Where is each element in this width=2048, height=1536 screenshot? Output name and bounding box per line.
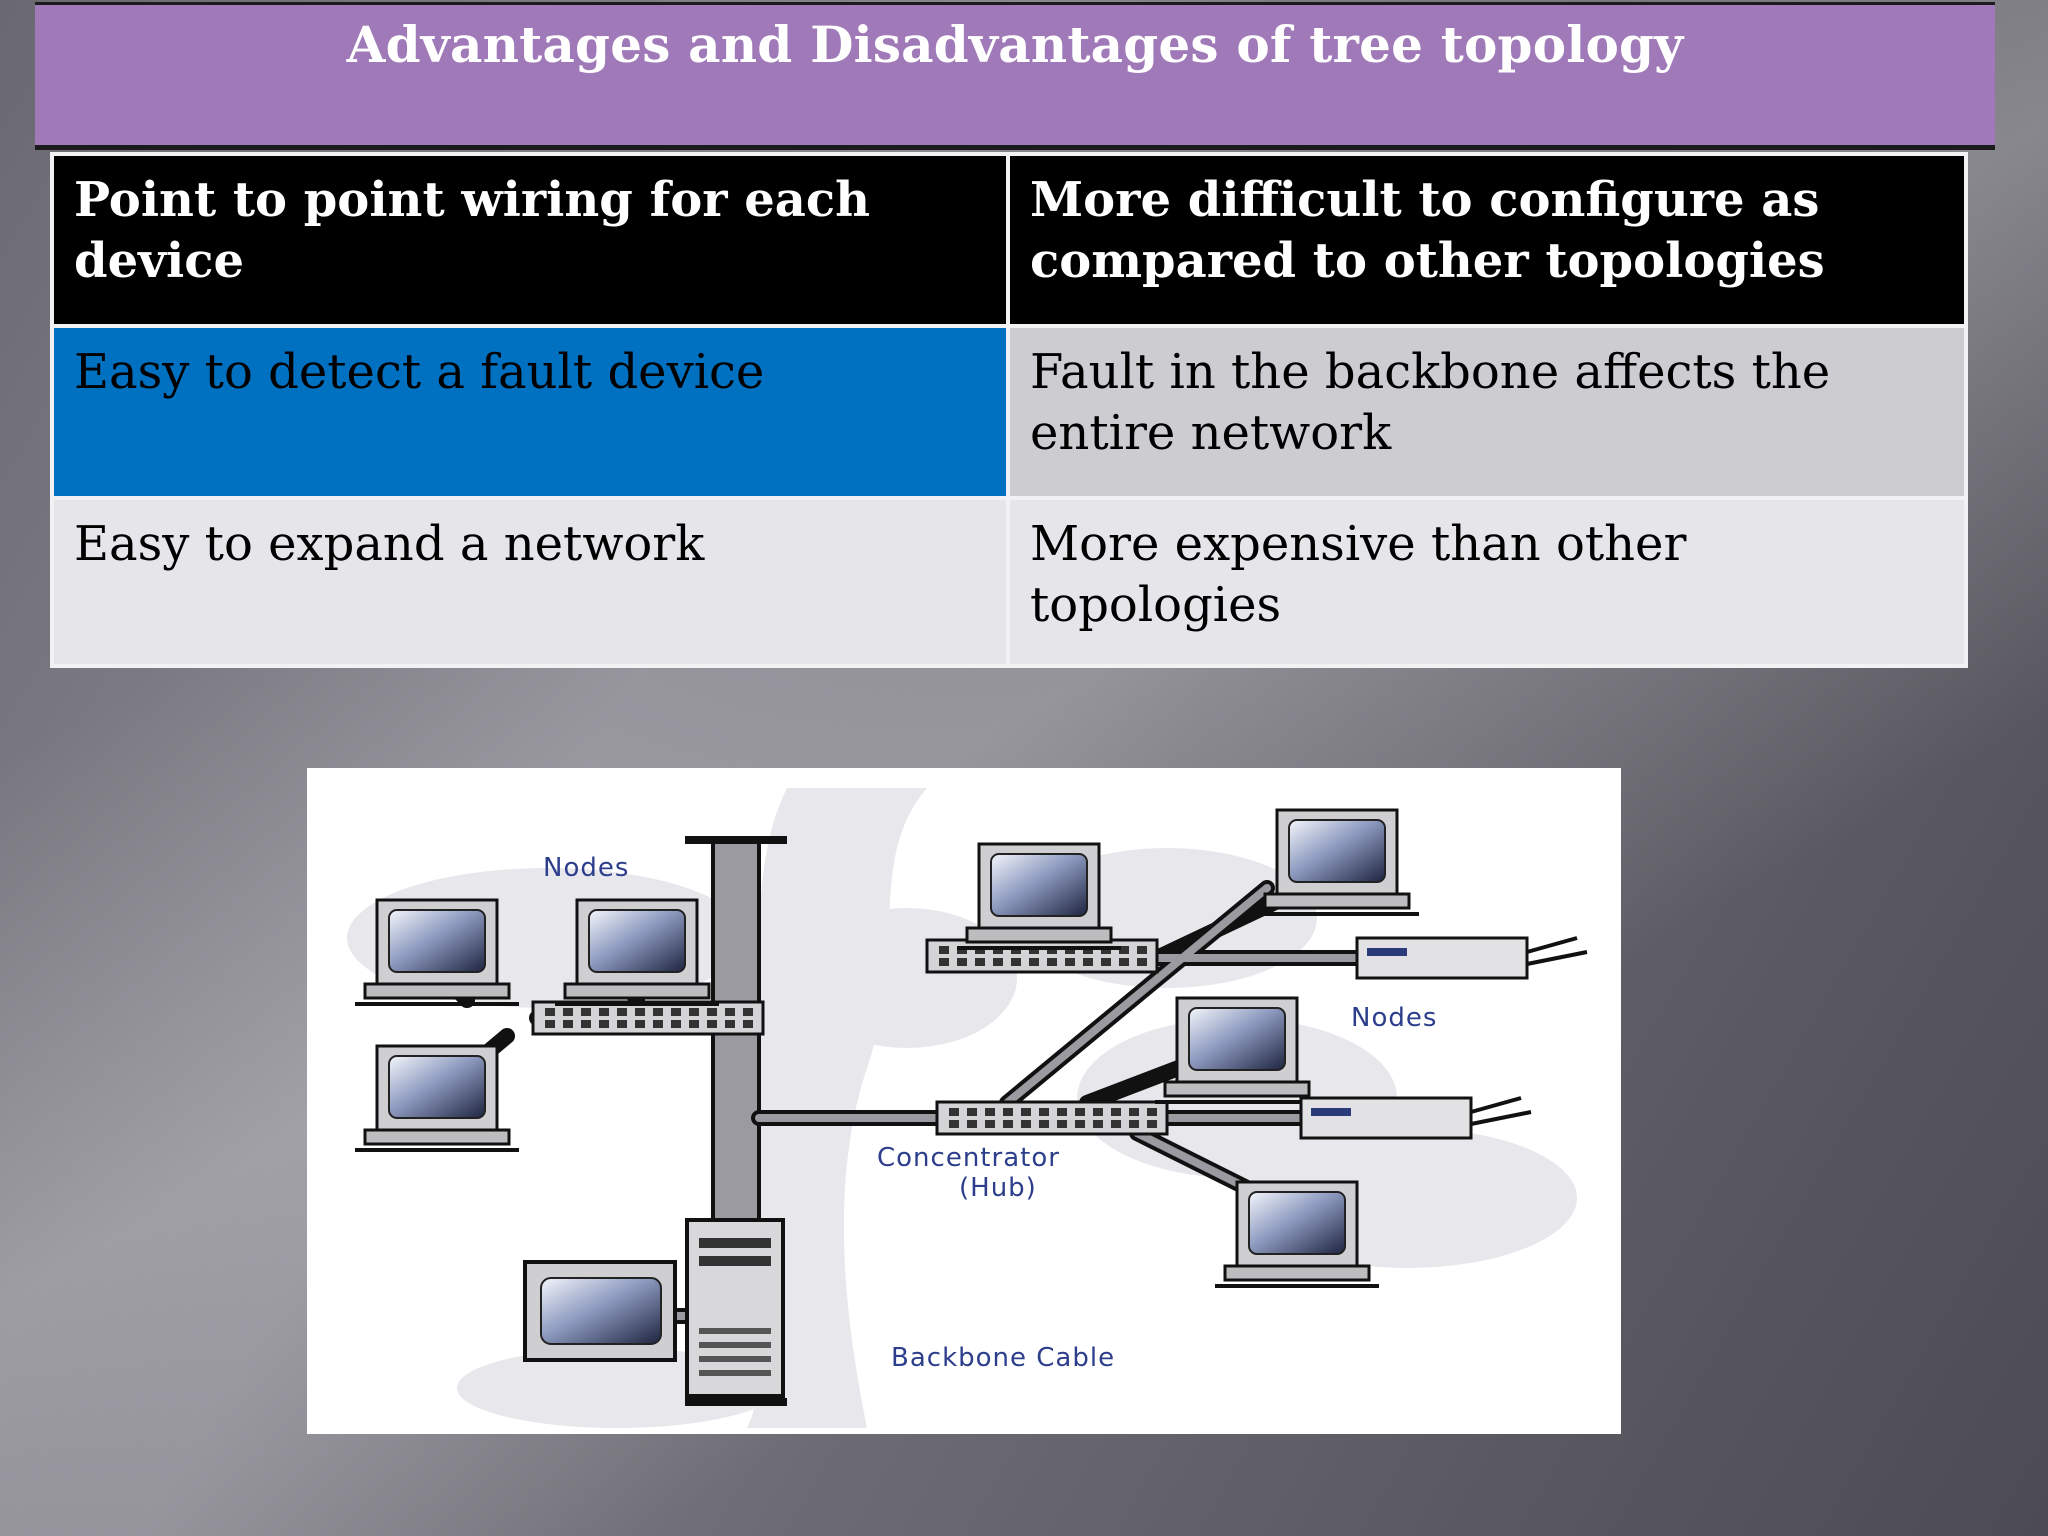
computer-icon [955, 842, 1123, 950]
tree-topology-diagram: Nodes Nodes Concentrator (Hub) Backbone … [307, 768, 1621, 1434]
computer-icon [1153, 996, 1321, 1104]
disadvantage-cell: Fault in the backbone affects the entire… [1006, 324, 1968, 500]
advantage-cell: Easy to expand a network [50, 496, 1010, 668]
slide-title: Advantages and Disadvantages of tree top… [346, 15, 1684, 74]
nodes-label-left: Nodes [543, 853, 629, 883]
hub-top-right [925, 938, 1159, 974]
hub-label-sub: (Hub) [959, 1173, 1037, 1203]
server-icon [685, 1218, 785, 1398]
hub-left [531, 1000, 765, 1036]
hub-center [935, 1100, 1169, 1136]
computer-icon [353, 1044, 521, 1152]
advantages-disadvantages-table: Point to point wiring for each device Mo… [50, 152, 1968, 668]
nodes-label-right: Nodes [1351, 1003, 1437, 1033]
monitor-icon [523, 1260, 677, 1362]
printer-icon [1355, 936, 1589, 980]
printer-icon [1299, 1096, 1533, 1140]
computer-icon [353, 898, 521, 1006]
title-bar: Advantages and Disadvantages of tree top… [35, 2, 1995, 150]
table-row: Point to point wiring for each device Mo… [50, 152, 1968, 328]
table-row: Easy to expand a network More expensive … [50, 496, 1968, 668]
computer-icon [1253, 808, 1421, 916]
disadvantage-cell: More difficult to configure as compared … [1006, 152, 1968, 328]
computer-icon [553, 898, 721, 1006]
tree-topology-illustration: Nodes Nodes Concentrator (Hub) Backbone … [347, 788, 1589, 1428]
advantage-cell: Point to point wiring for each device [50, 152, 1010, 328]
disadvantage-cell: More expensive than other topologies [1006, 496, 1968, 668]
hub-label: Concentrator [877, 1143, 1060, 1173]
computer-icon [1213, 1180, 1381, 1288]
backbone-label: Backbone Cable [891, 1343, 1115, 1373]
advantage-cell: Easy to detect a fault device [50, 324, 1010, 500]
table-row: Easy to detect a fault device Fault in t… [50, 324, 1968, 500]
